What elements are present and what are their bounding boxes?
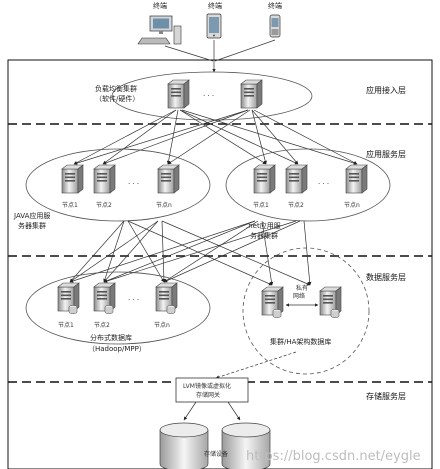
lvm-gateway-sublabel: 存储网关 bbox=[196, 391, 220, 399]
ha-db-label: 集群/HA架构数据库 bbox=[270, 337, 331, 346]
database-icon bbox=[68, 305, 78, 314]
desktop-computer-icon bbox=[137, 15, 182, 45]
server-icon bbox=[240, 79, 263, 109]
database-icon bbox=[104, 305, 114, 314]
node-label: 节点1 bbox=[58, 321, 74, 329]
server-icon bbox=[61, 164, 84, 194]
node-label: 节点1 bbox=[253, 201, 269, 209]
ellipsis: · · · bbox=[128, 296, 139, 304]
layer-label-app: 应用服务层 bbox=[366, 149, 406, 159]
node-label: 节点2 bbox=[94, 321, 110, 329]
terminal-label: 终端 bbox=[268, 1, 282, 10]
load-balancer-label: 负载均衡集群 bbox=[95, 84, 137, 93]
dotnet-cluster-label: .net应用服 bbox=[246, 221, 281, 230]
watermark-text: https://blog.csdn.net/eygle bbox=[246, 449, 421, 464]
load-balancer-cluster: · · · 负载均衡集群 （软件/硬件） bbox=[95, 71, 313, 121]
mobile-phone-icon bbox=[269, 14, 281, 38]
node-label: 节点2 bbox=[288, 201, 304, 209]
storage-label: 存储设备 bbox=[204, 450, 228, 458]
app-to-data-connections bbox=[69, 220, 312, 286]
node-label: 节点2 bbox=[96, 201, 112, 209]
terminal-phone: 终端 bbox=[268, 1, 282, 38]
layer-label-access: 应用接入层 bbox=[366, 85, 406, 95]
server-icon bbox=[157, 164, 180, 194]
terminal-tablet: 终端 bbox=[206, 1, 222, 39]
node-label: 节点1 bbox=[62, 201, 78, 209]
database-icon bbox=[330, 309, 340, 318]
java-cluster-ellipse bbox=[25, 148, 211, 222]
dotnet-cluster-ellipse bbox=[225, 148, 391, 222]
java-cluster-sublabel: 务器集群 bbox=[18, 221, 46, 230]
server-icon bbox=[345, 164, 368, 194]
ellipsis: · · · bbox=[203, 92, 214, 100]
lb-to-app-connections bbox=[73, 109, 358, 165]
ha-db-cluster: 私有 网络 集群/HA架构数据库 bbox=[242, 247, 370, 375]
java-app-cluster: · · · 节点1 节点2 节点n JAVA应用服 务器集群 bbox=[13, 148, 211, 230]
storage-cylinder-icon bbox=[221, 422, 271, 469]
storage-devices: 存储设备 bbox=[159, 422, 271, 469]
terminal-desktop: 终端 bbox=[137, 1, 182, 45]
server-icon bbox=[253, 164, 276, 194]
node-label: 节点n bbox=[156, 201, 172, 209]
server-icon bbox=[167, 79, 190, 109]
distributed-db-sublabel: （Hadoop/MPP） bbox=[88, 345, 146, 353]
java-cluster-label: JAVA应用服 bbox=[13, 211, 50, 220]
distributed-db-cluster: · · · 节点1 节点2 节点n 分布式数据库 （Hadoop/MPP） bbox=[25, 271, 211, 353]
load-balancer-ellipse bbox=[111, 71, 313, 121]
ellipsis: · · · bbox=[318, 180, 329, 188]
server-icon bbox=[285, 164, 308, 194]
layer-label-data: 数据服务层 bbox=[366, 272, 406, 282]
terminal-label: 终端 bbox=[153, 1, 167, 10]
distributed-db-ellipse bbox=[25, 271, 211, 345]
terminal-label: 终端 bbox=[208, 1, 222, 10]
private-network-label: 私有 bbox=[296, 284, 308, 292]
lvm-gateway-label: LVM镜像或虚拟化 bbox=[183, 382, 231, 390]
lvm-gateway: LVM镜像或虚拟化 存储网关 bbox=[175, 377, 249, 421]
node-label: 节点n bbox=[154, 321, 170, 329]
dotnet-app-cluster: · · · 节点1 节点2 节点n .net应用服 务器集群 bbox=[225, 148, 391, 240]
database-icon bbox=[272, 309, 282, 318]
ellipsis: · · · bbox=[128, 180, 139, 188]
storage-cylinder-icon bbox=[159, 422, 209, 469]
node-label: 节点n bbox=[344, 201, 360, 209]
data-to-gateway-connections bbox=[215, 351, 297, 379]
load-balancer-sublabel: （软件/硬件） bbox=[95, 94, 139, 103]
lvm-gateway-box bbox=[175, 377, 249, 403]
architecture-frame bbox=[7, 59, 433, 469]
terminal-connections bbox=[164, 39, 276, 73]
private-network-sublabel: 网络 bbox=[293, 292, 305, 300]
tablet-icon bbox=[206, 13, 222, 39]
layer-label-storage: 存储服务层 bbox=[366, 391, 406, 401]
ha-db-circle bbox=[242, 247, 370, 375]
database-icon bbox=[166, 305, 176, 314]
distributed-db-label: 分布式数据库 bbox=[90, 333, 132, 342]
server-icon bbox=[93, 164, 116, 194]
